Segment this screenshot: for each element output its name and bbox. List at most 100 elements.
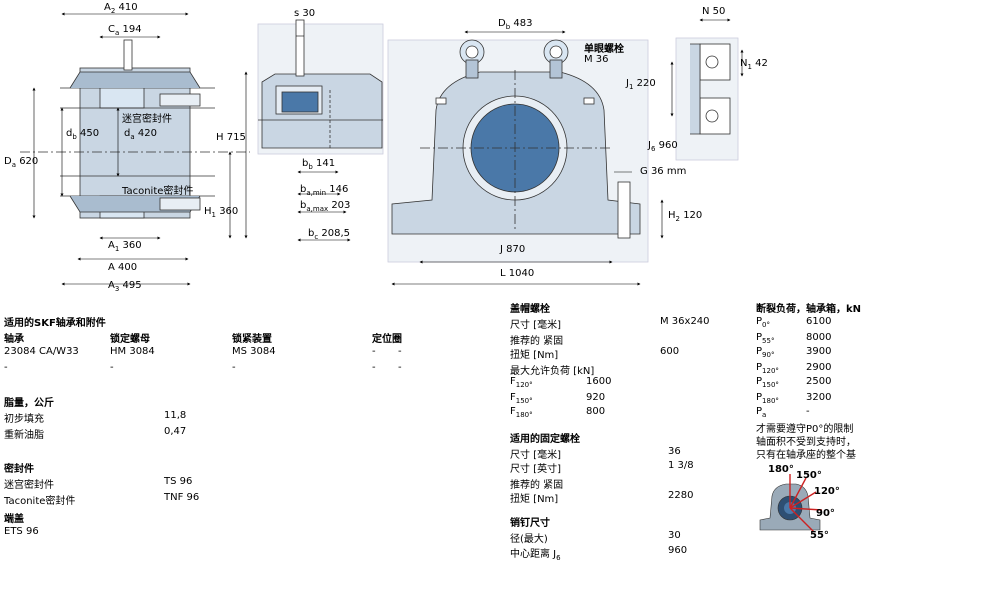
cap-bolts-torque-label: 扭矩 [Nm] (510, 350, 559, 361)
dim-a2: A2 410 (104, 2, 138, 15)
breaking-load-p55-value: 8000 (806, 332, 832, 343)
dowel-center-value: 960 (668, 545, 688, 556)
cap-bolts-load-180-label: F180° (510, 406, 533, 419)
front-dimension-lines (391, 30, 664, 286)
cap-bolts-torque-title: 推荐的 紧固 (510, 336, 564, 347)
dim-bamin: ba,min 146 (300, 184, 349, 197)
dim-j: J 870 (500, 244, 526, 255)
end-cover-value: ETS 96 (4, 526, 39, 537)
dim-n: N 50 (702, 6, 726, 17)
parts-row-2-locknut: - (110, 362, 114, 373)
dim-ca: Ca 194 (108, 24, 142, 37)
cap-bolts-load-title: 最大允许负荷 [kN] (510, 366, 595, 377)
dowel-center-label: 中心距离 J6 (510, 549, 561, 562)
angle-180: 180° (768, 464, 794, 475)
grease-title: 脂量，公斤 (4, 398, 54, 409)
parts-row-1-bearing: 23084 CA/W33 (4, 346, 79, 357)
dowel-title: 销钉尺寸 (510, 518, 550, 529)
parts-header-bearing: 轴承 (4, 334, 24, 345)
parts-row-2-ring-a: - (372, 362, 376, 373)
mid-dimension-lines (296, 35, 351, 242)
parts-header-locknut: 锁定螺母 (110, 334, 150, 345)
dim-db-left: db 450 (66, 128, 100, 141)
labyrinth-seal-callout: 迷宫密封件 (122, 114, 172, 125)
cap-bolts-size-label: 尺寸 [毫米] (510, 320, 561, 331)
parts-title: 适用的SKF轴承和附件 (4, 318, 106, 329)
dim-g: G 36 mm (640, 166, 687, 177)
grease-initial-value: 11,8 (164, 410, 187, 421)
angle-120: 120° (814, 486, 840, 497)
parts-row-1-lockdevice: MS 3084 (232, 346, 276, 357)
mid-section-view (257, 19, 384, 155)
breaking-loads-note-2: 轴面积不受到支持时， (756, 437, 856, 448)
parts-row-1-ring-b: - (398, 346, 402, 357)
dim-n1: N1 42 (740, 58, 768, 71)
fix-bolts-size-in-label: 尺寸 [英寸] (510, 464, 561, 475)
parts-row-2-lockdevice: - (232, 362, 236, 373)
dim-l: L 1040 (500, 268, 535, 279)
parts-header-locatingring: 定位圈 (372, 334, 402, 345)
breaking-load-p0-label: P0° (756, 316, 770, 329)
dim-h1: H1 360 (204, 206, 239, 219)
breaking-load-p180-value: 3200 (806, 392, 832, 403)
left-dimension-lines (32, 12, 248, 286)
breaking-loads-note-1: 才需要遵守P0°的限制 (756, 424, 854, 435)
breaking-load-p90-value: 3900 (806, 346, 832, 357)
breaking-load-p150-label: P150° (756, 376, 779, 389)
dim-j6: J6 960 (648, 140, 678, 153)
grease-relub-value: 0,47 (164, 426, 187, 437)
parts-row-1-ring-a: - (372, 346, 376, 357)
breaking-load-p120-label: P120° (756, 362, 779, 375)
taconite-seal-callout: Taconite密封件 (122, 186, 194, 197)
load-direction-diagram (759, 474, 823, 533)
cap-bolts-load-150-value: 920 (586, 392, 606, 403)
fix-bolts-size-mm-value: 36 (668, 446, 681, 457)
dim-a: A 400 (108, 262, 138, 273)
fix-bolts-torque-title: 推荐的 紧固 (510, 480, 564, 491)
seals-taconite-value: TNF 96 (164, 492, 200, 503)
grease-relub-label: 重新油脂 (4, 430, 44, 441)
breaking-loads-note-3: 只有在轴承座的整个基 (756, 450, 856, 461)
parts-row-1-locknut: HM 3084 (110, 346, 155, 357)
breaking-load-p90-label: P90° (756, 346, 775, 359)
breaking-load-p55-label: P55° (756, 332, 775, 345)
detail-dimension-lines (670, 18, 744, 117)
dim-s: s 30 (294, 8, 316, 19)
front-view (387, 39, 649, 263)
dim-a1: A1 360 (108, 240, 142, 253)
dim-bc: bc 208,5 (308, 228, 351, 241)
end-cover-title: 端盖 (4, 514, 24, 525)
seals-labyrinth-value: TS 96 (164, 476, 193, 487)
dim-bb: bb 141 (302, 158, 336, 171)
cap-bolts-size-value: M 36x240 (660, 316, 710, 327)
dim-h2: H2 120 (668, 210, 703, 223)
breaking-load-pa-label: Pa (756, 406, 767, 419)
breaking-load-p150-value: 2500 (806, 376, 832, 387)
breaking-load-pa-value: - (806, 406, 810, 417)
parts-row-2-ring-b: - (398, 362, 402, 373)
cap-bolts-title: 盖帽螺栓 (510, 304, 550, 315)
detail-view (675, 37, 739, 161)
breaking-load-p180-label: P180° (756, 392, 779, 405)
seals-taconite-label: Taconite密封件 (4, 496, 76, 507)
cap-bolts-load-120-value: 1600 (586, 376, 612, 387)
technical-drawings (20, 12, 744, 286)
fix-bolts-torque-label: 扭矩 [Nm] (510, 494, 559, 505)
parts-header-lockdevice: 锁紧装置 (232, 334, 272, 345)
grease-initial-label: 初步填充 (4, 414, 44, 425)
fix-bolts-title: 适用的固定螺栓 (510, 434, 580, 445)
cap-bolts-load-150-label: F150° (510, 392, 533, 405)
dim-db-top: Db 483 (498, 18, 533, 31)
fix-bolts-size-mm-label: 尺寸 [毫米] (510, 450, 561, 461)
breaking-load-p120-value: 2900 (806, 362, 832, 373)
angle-90: 90° (816, 508, 835, 519)
breaking-loads-title: 断裂负荷，轴承箱，kN (756, 304, 862, 315)
eyebolt-label: 单眼螺栓 (584, 44, 624, 55)
seals-labyrinth-label: 迷宫密封件 (4, 480, 54, 491)
dim-a3: A3 495 (108, 280, 142, 293)
dim-h: H 715 (216, 132, 246, 143)
angle-150: 150° (796, 470, 822, 481)
dowel-dia-value: 30 (668, 530, 681, 541)
seals-title: 密封件 (4, 464, 34, 475)
breaking-load-p0-value: 6100 (806, 316, 832, 327)
